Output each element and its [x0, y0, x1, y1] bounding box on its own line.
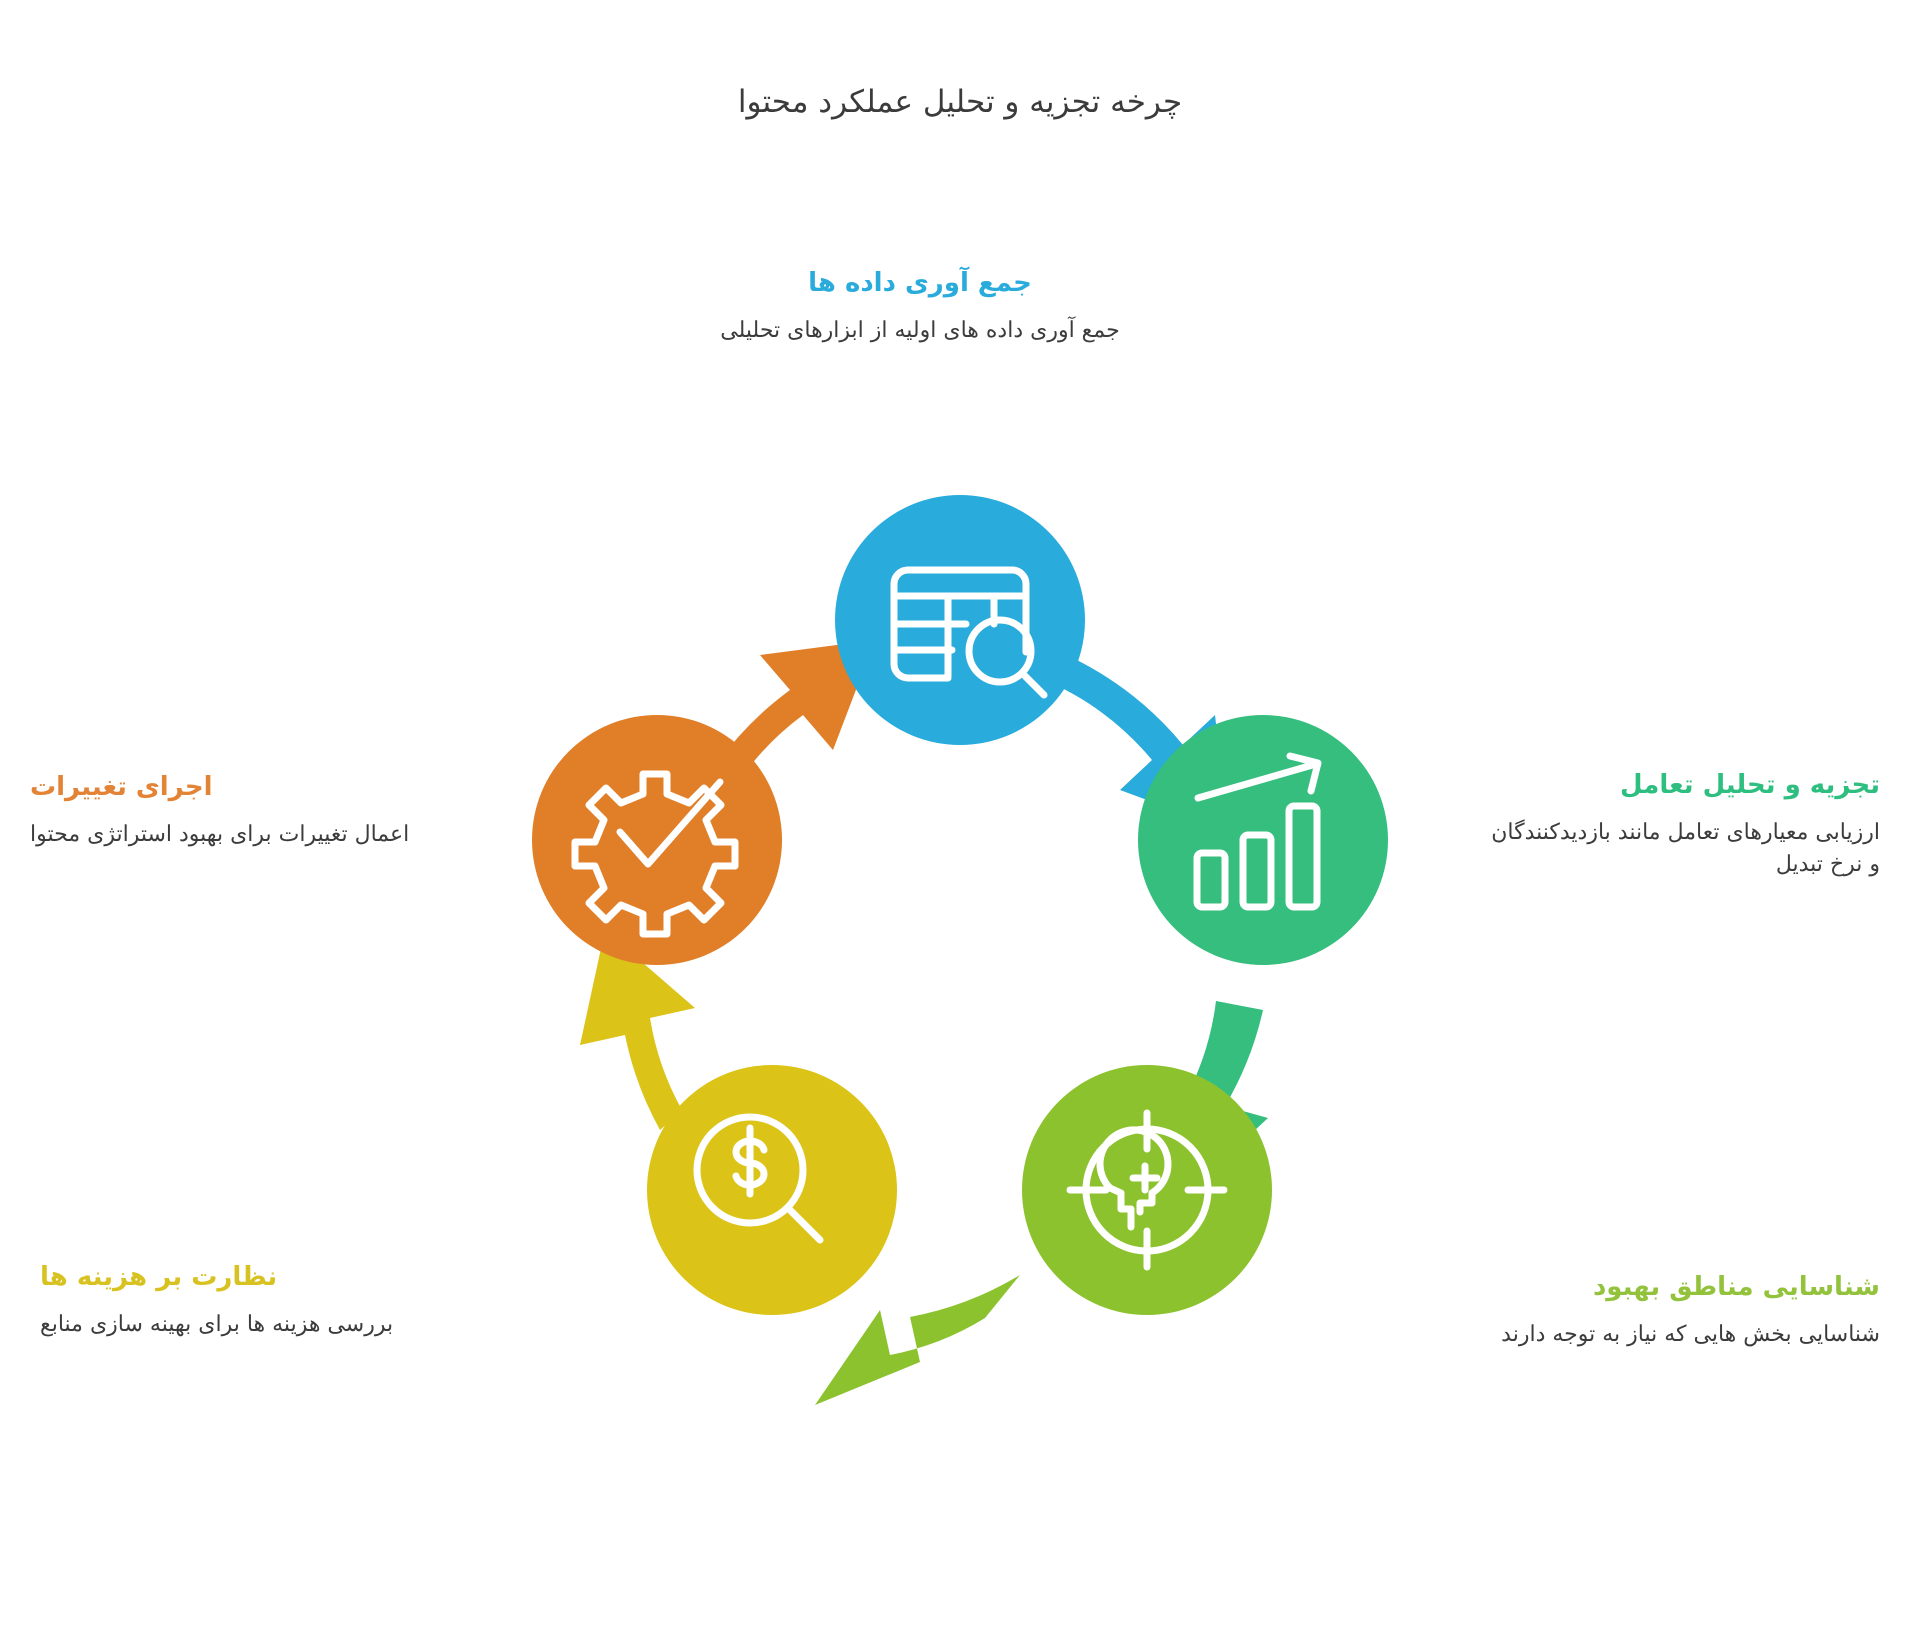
stage-description-apply-changes: اعمال تغییرات برای بهبود استراتژی محتوا	[30, 822, 410, 848]
stage-heading-engagement-analysis: تجزیه و تحلیل تعامل	[1620, 770, 1880, 800]
stage-text-apply-changes: اجرای تغییرات اعمال تغییرات برای بهبود ا…	[30, 772, 460, 851]
page-title: چرخه تجزیه و تحلیل عملکرد محتوا	[737, 84, 1183, 120]
table-search-icon	[890, 566, 1048, 699]
stage-circle-engagement-analysis[interactable]	[1138, 715, 1388, 965]
stage-description-cost-monitoring: بررسی هزینه ها برای بهینه سازی منابع	[40, 1312, 394, 1338]
stage-heading-identify-improvement-areas: شناسایی مناطق بهبود	[1592, 1272, 1880, 1302]
stage-circle-apply-changes[interactable]	[532, 715, 782, 965]
stage-description-engagement-analysis: ارزیابی معیارهای تعامل مانند بازدیدکنندگ…	[1491, 820, 1880, 878]
stage-text-data-collection: جمع آوری داده ها جمع آوری داده های اولیه…	[660, 268, 1180, 347]
stage-heading-data-collection: جمع آوری داده ها	[808, 268, 1032, 298]
stage-text-engagement-analysis: تجزیه و تحلیل تعامل ارزیابی معیارهای تعا…	[1480, 770, 1880, 881]
arrow-yellow-to-orange	[580, 930, 695, 1130]
stage-description-data-collection: جمع آوری داده های اولیه از ابزارهای تحلی…	[720, 318, 1120, 344]
stage-text-cost-monitoring: نظارت بر هزینه ها بررسی هزینه ها برای به…	[40, 1262, 560, 1341]
stage-heading-cost-monitoring: نظارت بر هزینه ها	[40, 1262, 278, 1292]
dollar-magnifier-icon	[693, 1113, 824, 1244]
target-head-icon	[1066, 1109, 1228, 1271]
stage-text-identify-improvement-areas: شناسایی مناطق بهبود شناسایی بخش هایی که …	[1370, 1272, 1880, 1351]
bar-chart-growth-icon	[1193, 752, 1322, 911]
stage-heading-apply-changes: اجرای تغییرات	[30, 772, 213, 802]
stage-circle-identify-improvement-areas[interactable]	[1022, 1065, 1272, 1315]
gear-check-icon	[571, 770, 739, 938]
stage-circle-data-collection[interactable]	[835, 495, 1085, 745]
stage-description-identify-improvement-areas: شناسایی بخش هایی که نیاز به توجه دارند	[1501, 1322, 1880, 1348]
arrow-lime-to-yellow	[815, 1275, 1020, 1405]
stage-circle-cost-monitoring[interactable]	[647, 1065, 897, 1315]
